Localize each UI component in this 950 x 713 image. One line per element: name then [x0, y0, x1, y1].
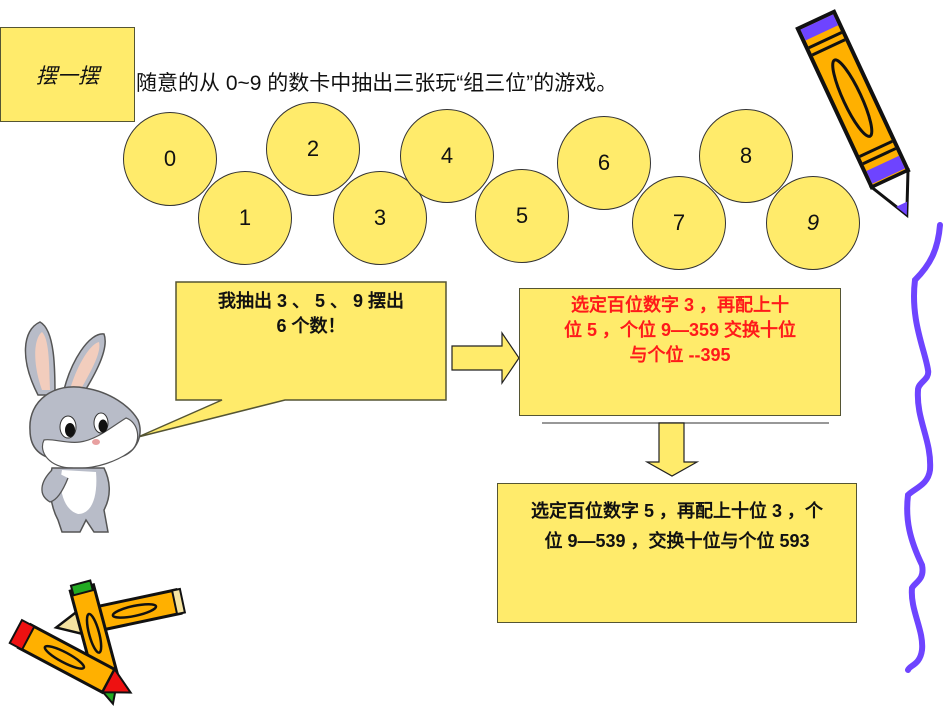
card-value: 0 — [163, 146, 177, 171]
card-value: 5 — [515, 203, 529, 228]
wavy-line — [904, 222, 943, 673]
number-card-5[interactable]: 5 — [475, 169, 569, 263]
card-value: 3 — [373, 205, 387, 230]
number-card-6[interactable]: 6 — [557, 116, 651, 210]
step-two-text: 选定百位数字 5 ，再配上十位 3 ，个 位 9—539 ，交换十位与个位 59… — [484, 496, 870, 556]
step-one-text: 选定百位数字 3 ，再配上十 位 5 ，个位 9—359 交换十位 与个位 --… — [521, 293, 839, 368]
number-card-7[interactable]: 7 — [632, 176, 726, 270]
number-card-3[interactable]: 3 — [333, 171, 427, 265]
label-box — [0, 27, 135, 122]
speech-line-1: 我抽出 3 、 5 、 9 摆出 — [217, 291, 405, 311]
step-two-box — [497, 483, 857, 623]
card-value: 8 — [739, 143, 753, 168]
step-one-line-3: 与个位 --395 — [629, 345, 731, 365]
card-value: 9 — [806, 210, 820, 235]
pencil-icon — [795, 9, 911, 219]
card-value: 4 — [440, 143, 454, 168]
card-value: 2 — [306, 136, 320, 161]
step-one-line-1: 选定百位数字 3 ，再配上十 — [570, 295, 789, 315]
card-value: 7 — [672, 210, 686, 235]
step-one-box — [519, 288, 841, 416]
number-card-4[interactable]: 4 — [400, 109, 494, 203]
bunny-icon — [24, 321, 141, 533]
instruction-title: 随意的从 0~9 的数卡中抽出三张玩“组三位”的游戏。 — [136, 72, 618, 95]
card-value: 6 — [597, 150, 611, 175]
card-value: 1 — [238, 205, 252, 230]
step-two-line-1: 选定百位数字 5 ，再配上十位 3 ，个 — [530, 501, 824, 521]
crossed-pencils-icon — [8, 579, 187, 707]
number-card-8[interactable]: 8 — [699, 109, 793, 203]
number-card-2[interactable]: 2 — [266, 102, 360, 196]
speech-line-2: 6 个数！ — [276, 316, 346, 336]
number-card-0[interactable]: 0 — [123, 112, 217, 206]
step-two-line-2: 位 9—539 ，交换十位与个位 593 — [544, 531, 810, 551]
speech-bubble-text: 我抽出 3 、 5 、 9 摆出 6 个数！ — [180, 289, 442, 339]
number-card-1[interactable]: 1 — [198, 171, 292, 265]
number-card-9[interactable]: 9 — [766, 176, 860, 270]
step-one-line-2: 位 5 ，个位 9—359 交换十位 — [563, 320, 797, 340]
label-text: 摆一摆 — [36, 64, 99, 88]
